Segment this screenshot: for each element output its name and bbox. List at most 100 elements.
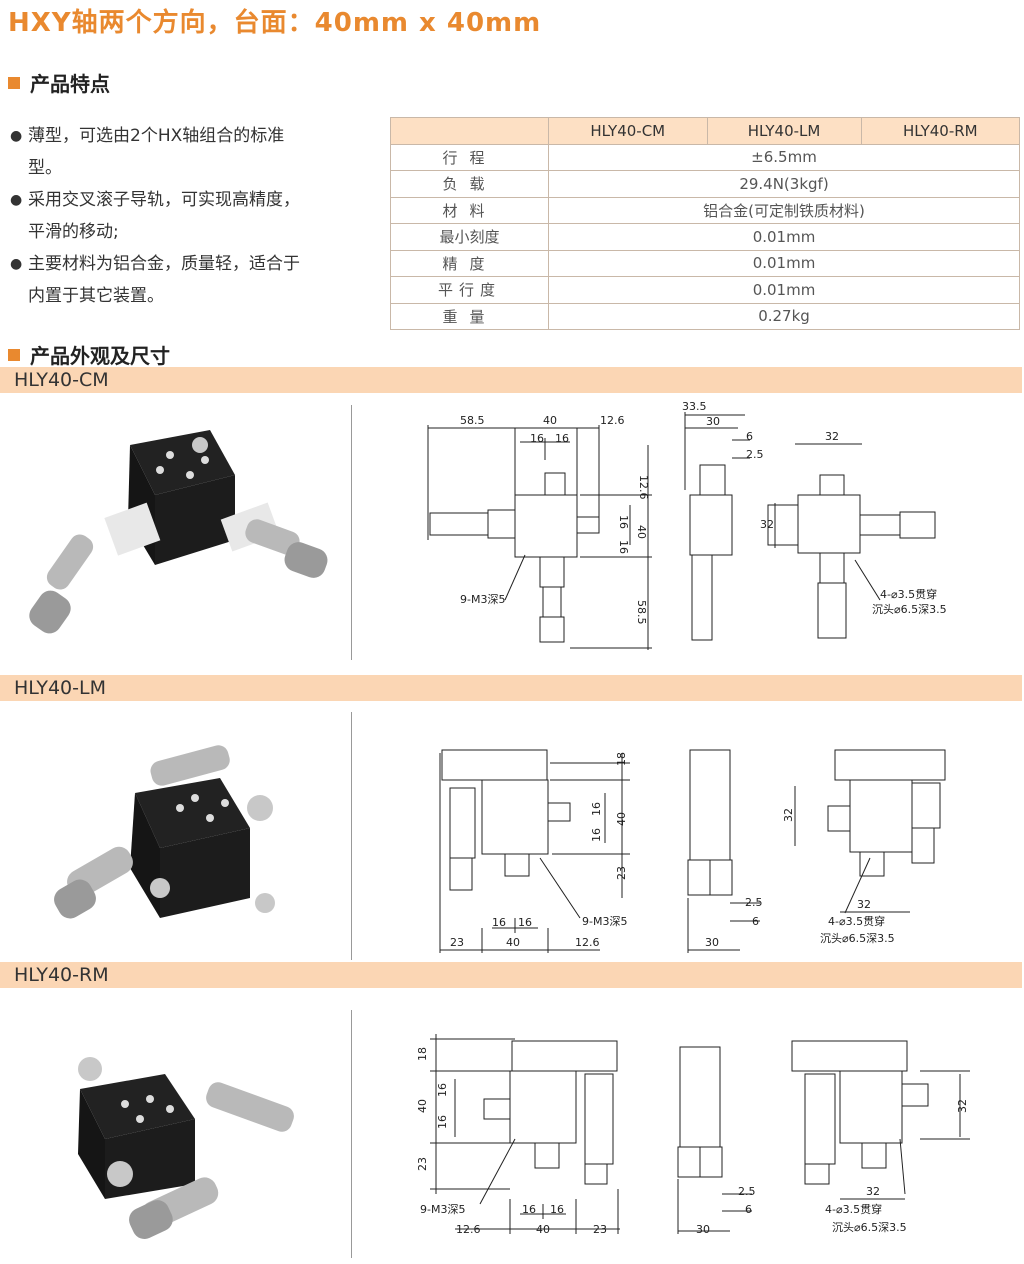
svg-text:18: 18 [615,752,628,766]
svg-text:32: 32 [782,808,795,822]
svg-text:32: 32 [825,430,839,443]
svg-text:16: 16 [530,432,544,445]
bullet-icon: ● [10,128,23,144]
svg-text:23: 23 [450,936,464,949]
svg-text:58.5: 58.5 [460,414,485,427]
table-row: 材料铝合金(可定制铁质材料) [390,196,1020,224]
features-heading: 产品特点 [8,68,110,97]
svg-text:16: 16 [590,828,603,842]
bullet-icon: ● [10,192,23,208]
dimension-drawing-lm: 18 16 40 16 23 32 2.5 6 32 9-M3深5 4-⌀3.5… [439,749,946,953]
bullet-icon: ● [10,256,23,272]
svg-text:16: 16 [617,540,630,554]
svg-text:40: 40 [635,525,648,539]
svg-text:30: 30 [706,415,720,428]
svg-text:12.6: 12.6 [600,414,625,427]
svg-text:2.5: 2.5 [738,1185,756,1198]
product-photo-lm [10,718,340,968]
feature-list: ● 薄型，可选由2个HX轴组合的标准型。 ● 采用交叉滚子导轨，可实现高精度，平滑的… [10,120,300,312]
svg-text:沉头⌀6.5深3.5: 沉头⌀6.5深3.5 [820,932,895,945]
dimension-drawing-rm: 18 16 40 16 23 32 2.5 6 32 9-M3深5 4-⌀3.5… [416,1034,970,1236]
features-heading-label: 产品特点 [30,72,110,96]
feature-text: 薄型，可选由2个HX轴组合的标准型。 [28,126,285,178]
svg-text:23: 23 [416,1157,429,1171]
row-label: 精度 [390,249,549,277]
svg-text:32: 32 [760,518,774,531]
svg-text:6: 6 [746,430,753,443]
row-label: 材料 [390,196,549,224]
svg-text:32: 32 [866,1185,880,1198]
list-item: ● 薄型，可选由2个HX轴组合的标准型。 [10,120,300,184]
dims-heading: 产品外观及尺寸 [8,340,170,369]
row-label: 重量 [390,302,549,330]
svg-text:18: 18 [416,1047,429,1061]
row-value: 铝合金(可定制铁质材料) [548,196,1020,224]
svg-text:58.5: 58.5 [635,600,648,625]
svg-text:30: 30 [705,936,719,949]
dimension-drawing-cm: 58.5 40 12.6 16 16 33.5 30 6 2.5 32 32 1… [427,400,947,650]
svg-text:2.5: 2.5 [745,896,763,909]
list-item: ● 采用交叉滚子导轨，可实现高精度，平滑的移动; [10,184,300,248]
svg-text:30: 30 [696,1223,710,1236]
svg-text:16: 16 [492,916,506,929]
svg-text:6: 6 [752,915,759,928]
row-label: 负载 [390,170,549,198]
heading-marker-icon [8,76,20,89]
dims-heading-label: 产品外观及尺寸 [30,344,170,368]
row-value: ±6.5mm [548,143,1020,171]
svg-text:16: 16 [590,802,603,816]
model-band-rm: HLY40-RM [0,962,1022,988]
svg-text:12.6: 12.6 [575,936,600,949]
svg-text:32: 32 [857,898,871,911]
row-value: 0.01mm [548,249,1020,277]
model-band-cm: HLY40-CM [0,367,1022,393]
svg-text:9-M3深5: 9-M3深5 [420,1203,465,1216]
svg-text:9-M3深5: 9-M3深5 [460,593,505,606]
row-label: 平行度 [390,276,549,304]
divider [351,1010,352,1258]
svg-text:16: 16 [518,916,532,929]
svg-text:16: 16 [550,1203,564,1216]
svg-text:4-⌀3.5贯穿: 4-⌀3.5贯穿 [880,587,937,601]
svg-text:沉头⌀6.5深3.5: 沉头⌀6.5深3.5 [832,1221,907,1234]
svg-text:9-M3深5: 9-M3深5 [582,915,627,928]
svg-text:33.5: 33.5 [682,400,707,413]
product-photo-rm [10,999,340,1259]
svg-text:12.6: 12.6 [456,1223,481,1236]
row-label: 最小刻度 [390,223,549,251]
feature-text: 采用交叉滚子导轨，可实现高精度，平滑的移动; [28,190,300,242]
svg-text:沉头⌀6.5深3.5: 沉头⌀6.5深3.5 [872,603,947,616]
row-value: 0.01mm [548,223,1020,251]
row-value: 0.01mm [548,276,1020,304]
svg-text:40: 40 [543,414,557,427]
row-value: 0.27kg [548,302,1020,330]
table-header-cell: HLY40-LM [706,117,862,145]
svg-text:4-⌀3.5贯穿: 4-⌀3.5贯穿 [828,914,885,928]
model-band-lm: HLY40-LM [0,675,1022,701]
row-value: 29.4N(3kgf) [548,170,1020,198]
divider [351,405,352,660]
svg-text:16: 16 [522,1203,536,1216]
svg-text:40: 40 [536,1223,550,1236]
feature-text: 主要材料为铝合金，质量轻，适合于内置于其它装置。 [28,254,300,306]
svg-text:40: 40 [506,936,520,949]
table-row: 行程±6.5mm [390,143,1020,171]
table-header-row: HLY40-CM HLY40-LM HLY40-RM [390,117,1021,145]
svg-text:32: 32 [956,1099,969,1113]
page-title: HXY轴两个方向，台面：40mm x 40mm [8,8,542,38]
svg-text:12.6: 12.6 [637,475,650,500]
table-header-cell: HLY40-RM [860,117,1021,145]
svg-text:23: 23 [593,1223,607,1236]
svg-text:4-⌀3.5贯穿: 4-⌀3.5贯穿 [825,1202,882,1216]
list-item: ● 主要材料为铝合金，质量轻，适合于内置于其它装置。 [10,248,300,312]
svg-text:23: 23 [615,866,628,880]
svg-text:2.5: 2.5 [746,448,764,461]
row-label: 行程 [390,143,549,171]
table-header-cell [390,117,549,145]
svg-text:16: 16 [436,1115,449,1129]
